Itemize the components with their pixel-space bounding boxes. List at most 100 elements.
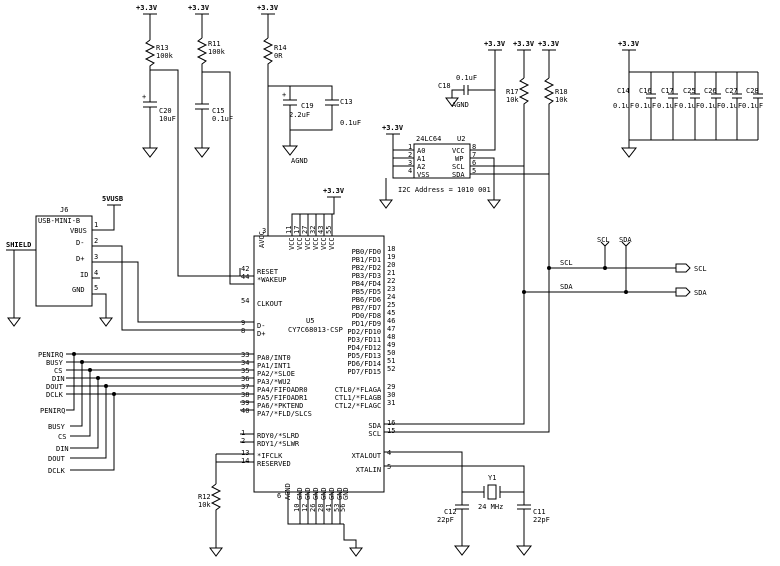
c20-polarity: + [142,93,146,101]
mcu-left-pin-name-38: PA5/FIFOADR1 [257,394,308,402]
crystal-value: 24 MHz [478,503,503,511]
usb-num-2: 2 [94,237,98,245]
decap-value-2: 0.1uF [657,102,678,110]
eeprom-num-7: 7 [472,151,476,159]
crystal-y1: Y1 24 MHz C12 22pF C11 22pF [384,451,550,556]
mcu-left-pin-name-9: D- [257,322,265,330]
net-bottom-busy: BUSY [48,423,66,431]
supply-r17-left: +3.3V [484,40,506,48]
eeprom-pin-a0: A0 [417,147,425,155]
c18-value: 0.1uF [456,74,477,82]
r13-ref: R13 [156,44,169,52]
mcu-left-pin-num-35: 35 [241,367,249,375]
eeprom-pin-scl: SCL [452,163,465,171]
r11-ref: R11 [208,40,221,48]
mcu-left-pin-num-36: 36 [241,375,249,383]
mcu-left-pin-name-14: RESERVED [257,460,291,468]
supply-r13: +3.3V [136,4,158,12]
mcu-right-pin-num-4: 4 [387,449,391,457]
agnd-label-c18: AGND [452,101,469,109]
mcu-gnd-pin-num-53: 53 [333,504,341,512]
mcu-vcc-pin-name-43: VCC [320,237,328,250]
port-sda: SDA [694,289,707,297]
net-bottom-cs: CS [58,433,66,441]
usb-vbus-net: 5VUSB [102,195,123,203]
c13-ref: C13 [340,98,353,106]
mcu-left-pin-num-8: 8 [241,327,245,335]
r14-ref: R14 [274,44,287,52]
mcu-left-pin-name-35: PA2/*SLOE [257,370,295,378]
decap-value-3: 0.1uF [679,102,700,110]
mcu-left-pin-num-33: 33 [241,351,249,359]
mcu-right-pin-name-4: XTALOUT [352,452,382,460]
mcu-left-pin-name-34: PA1/INT1 [257,362,291,370]
eeprom-u2: 24LC64 U2 A0 A1 A2 VSS 1 2 3 4 VCC WP SC… [379,134,501,209]
usb-j6: J6 USB-MINI-B VBUS D- D+ ID GND 1 2 3 4 … [6,195,240,331]
mcu-right-pin-name-16: SDA [368,422,381,430]
c19-polarity: + [282,91,286,99]
c15-ref: C15 [212,107,225,115]
mcu-left-pin-name-40: PA7/*FLD/SLCS [257,410,312,418]
eeprom-pin-vcc: VCC [452,147,465,155]
mcu-right-pin-name-19: PB1/FD1 [352,256,382,264]
mcu-gnd-pin-num-26: 26 [309,504,317,512]
mcu-vcc-pin-num-27: 27 [301,226,309,234]
eeprom-num-4: 4 [408,167,412,175]
c11-ref: C11 [533,508,546,516]
mcu-left-pin-name-2: RDY1/*SLWR [257,440,300,448]
decap-ref-3: C25 [683,87,696,95]
mcu-left-pin-num-9: 9 [241,319,245,327]
c19-value: 2.2uF [289,111,310,119]
mcu-right-pin-name-31: CTL2/*FLAGC [335,402,381,410]
mcu-right-pin-name-20: PB2/FD2 [352,264,382,272]
mcu-gnd-pin-name-10: GND [296,487,304,500]
mcu-right-pin-num-45: 45 [387,309,395,317]
mcu-left-pin-num-34: 34 [241,359,249,367]
decap-ref-6: C28 [746,87,759,95]
supply-eeprom: +3.3V [382,124,404,132]
net-bottom-dout: DOUT [48,455,66,463]
mcu-left-pin-num-44: 44 [241,273,249,281]
c12-ref: C12 [444,508,457,516]
r14-avcc-branch: R14 0R + C19 2.2uF C13 0.1uF AGND [262,14,361,230]
mcu-part: CY7C68013-CSP [288,326,343,334]
c11-value: 22pF [533,516,550,524]
mcu-left-pin-num-54: 54 [241,297,249,305]
mcu-right-pin-name-47: PD2/FD10 [347,328,381,336]
mcu-right-pin-num-30: 30 [387,391,395,399]
mcu-right-pin-num-49: 49 [387,341,395,349]
mcu-right-pin-num-20: 20 [387,261,395,269]
mcu-right-pin-name-22: PB4/FD4 [352,280,382,288]
mcu-left-pin-name-44: *WAKEUP [257,276,287,284]
decap-value-5: 0.1uF [721,102,742,110]
supply-mcu: +3.3V [323,187,345,195]
net-bottom-penirq: PENIRQ [40,407,65,415]
decap-ref-5: C27 [725,87,738,95]
junction-scl [547,266,551,270]
mcu-right-pin-name-29: CTL0/*FLAGA [335,386,382,394]
mcu-right-pin-num-47: 47 [387,325,395,333]
crystal-ref: Y1 [488,474,496,482]
mcu-vcc-pin-name-17: VCC [296,237,304,250]
mcu-right-pin-num-15: 15 [387,427,395,435]
r17-value: 10k [506,96,519,104]
usb-pin-gnd: GND [72,286,85,294]
mcu-right-pin-num-52: 52 [387,365,395,373]
c20-ref: C20 [159,107,172,115]
mcu-left-pin-num-1: 1 [241,429,245,437]
eeprom-num-1: 1 [408,143,412,151]
r12-ref: R12 [198,493,211,501]
mcu-vcc-pin-name-55: VCC [328,237,336,250]
mcu-right-pin-num-48: 48 [387,333,395,341]
decap-ref-1: C16 [639,87,652,95]
net-top-dclk: DCLK [46,391,64,399]
junction-dout [104,384,108,388]
mcu-gnd-pin-num-56: 56 [339,504,347,512]
mcu-right-pin-name-21: PB3/FD3 [352,272,382,280]
supply-r18: +3.3V [538,40,560,48]
mcu-right-pin-name-24: PB6/FD6 [352,296,382,304]
eeprom-body [413,143,471,179]
c20-value: 10uF [159,115,176,123]
decap-ref-4: C26 [704,87,717,95]
